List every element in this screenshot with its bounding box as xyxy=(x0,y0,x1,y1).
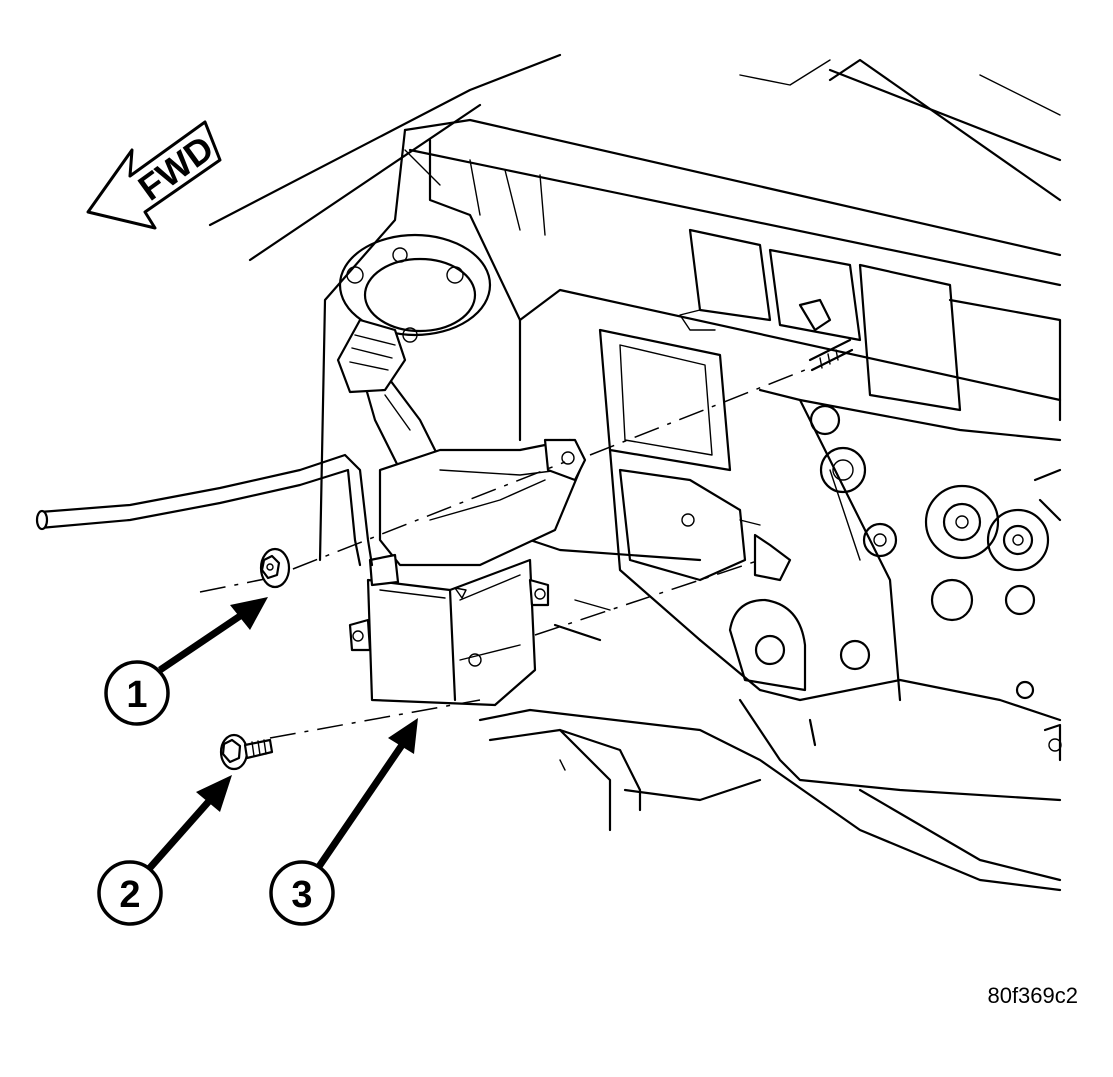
callout-2[interactable]: 2 xyxy=(97,775,232,926)
callout-1[interactable]: 1 xyxy=(104,597,268,726)
bolt xyxy=(219,733,274,771)
callout-1-number: 1 xyxy=(126,674,147,716)
washer-nut xyxy=(259,547,291,589)
fwd-direction-arrow[interactable]: FWD xyxy=(86,120,222,230)
callout-3-number: 3 xyxy=(291,874,312,916)
callout-2-number: 2 xyxy=(119,874,140,916)
washer-reservoir xyxy=(336,318,587,707)
figure-code: 80f369c2 xyxy=(987,983,1078,1008)
washer-hose xyxy=(35,453,374,567)
callout-3[interactable]: 3 xyxy=(269,718,418,926)
vehicle-body-structure xyxy=(208,53,1062,892)
